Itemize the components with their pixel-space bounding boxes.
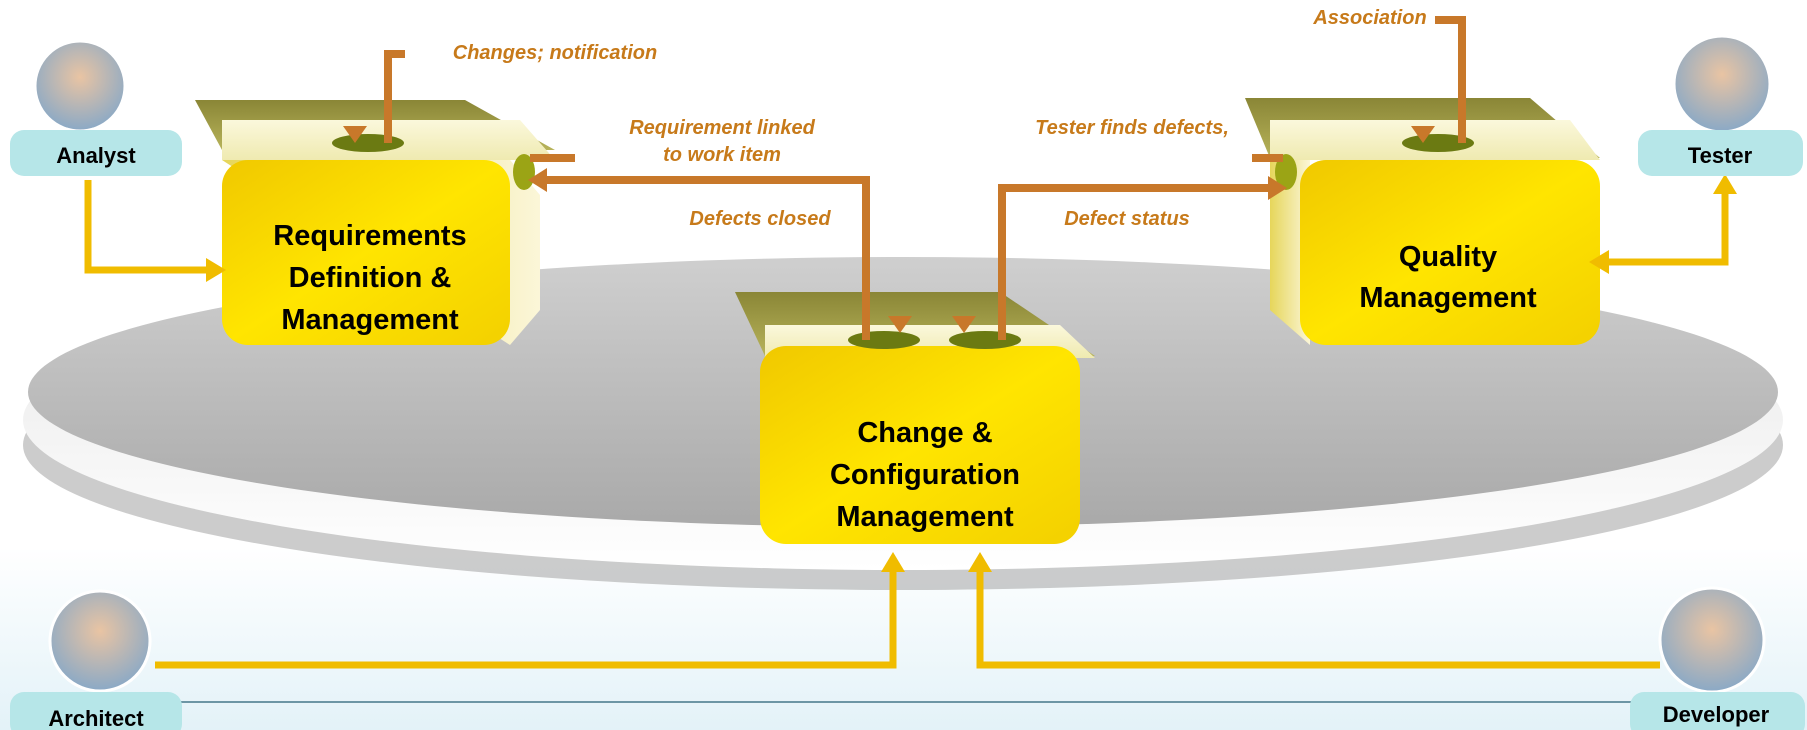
developer-avatar (1658, 586, 1766, 694)
label-changes-notification: Changes; notification (453, 42, 657, 64)
analyst-role[interactable]: Analyst (10, 39, 182, 176)
label-requirement-linked-2: to work item (663, 144, 781, 166)
flow-arrowheads (343, 126, 1435, 333)
requirements-title-1: Requirements (273, 220, 466, 252)
label-defects-closed: Defects closed (689, 208, 831, 230)
changes-notification-arrow (384, 50, 405, 143)
user-arrows (84, 180, 1729, 669)
quality-title-1: Quality (1399, 241, 1497, 273)
tester-arrow (1607, 192, 1729, 266)
analyst-label: Analyst (56, 143, 136, 168)
tester-role[interactable]: Tester (1638, 34, 1803, 176)
architect-arrow (155, 570, 897, 669)
defects-closed-arrow (545, 176, 870, 340)
association-arrow (1435, 16, 1466, 143)
tester-badge (1638, 130, 1803, 176)
architect-label: Architect (48, 706, 144, 730)
architect-avatar (48, 589, 152, 693)
architect-badge (10, 692, 182, 730)
defect-status-arrow (998, 184, 1270, 340)
developer-arrow (976, 570, 1660, 669)
tester-avatar (1672, 34, 1772, 134)
change-config-box[interactable]: Change & Configuration Management (735, 292, 1095, 544)
flow-arrows (384, 16, 1466, 340)
change-title-2: Configuration (830, 459, 1020, 491)
change-title-3: Management (836, 501, 1014, 533)
quality-title-2: Management (1359, 282, 1537, 314)
analyst-arrow (84, 180, 208, 274)
analyst-badge (10, 130, 182, 176)
label-requirement-linked-1: Requirement linked (629, 117, 815, 139)
analyst-avatar (33, 39, 127, 133)
tester-label: Tester (1688, 143, 1753, 168)
developer-role[interactable]: Developer (1630, 586, 1805, 730)
requirements-box[interactable]: Requirements Definition & Management (195, 100, 555, 345)
label-defect-status: Defect status (1064, 208, 1190, 230)
developer-label: Developer (1663, 702, 1770, 727)
label-association: Association (1312, 7, 1426, 29)
developer-badge (1630, 692, 1805, 730)
requirements-title-2: Definition & (289, 262, 452, 294)
user-arrowheads (206, 174, 1737, 572)
requirements-title-3: Management (281, 304, 459, 336)
change-title-1: Change & (857, 417, 992, 449)
architect-role[interactable]: Architect (10, 589, 182, 730)
label-tester-finds-defects: Tester finds defects, (1035, 117, 1229, 139)
